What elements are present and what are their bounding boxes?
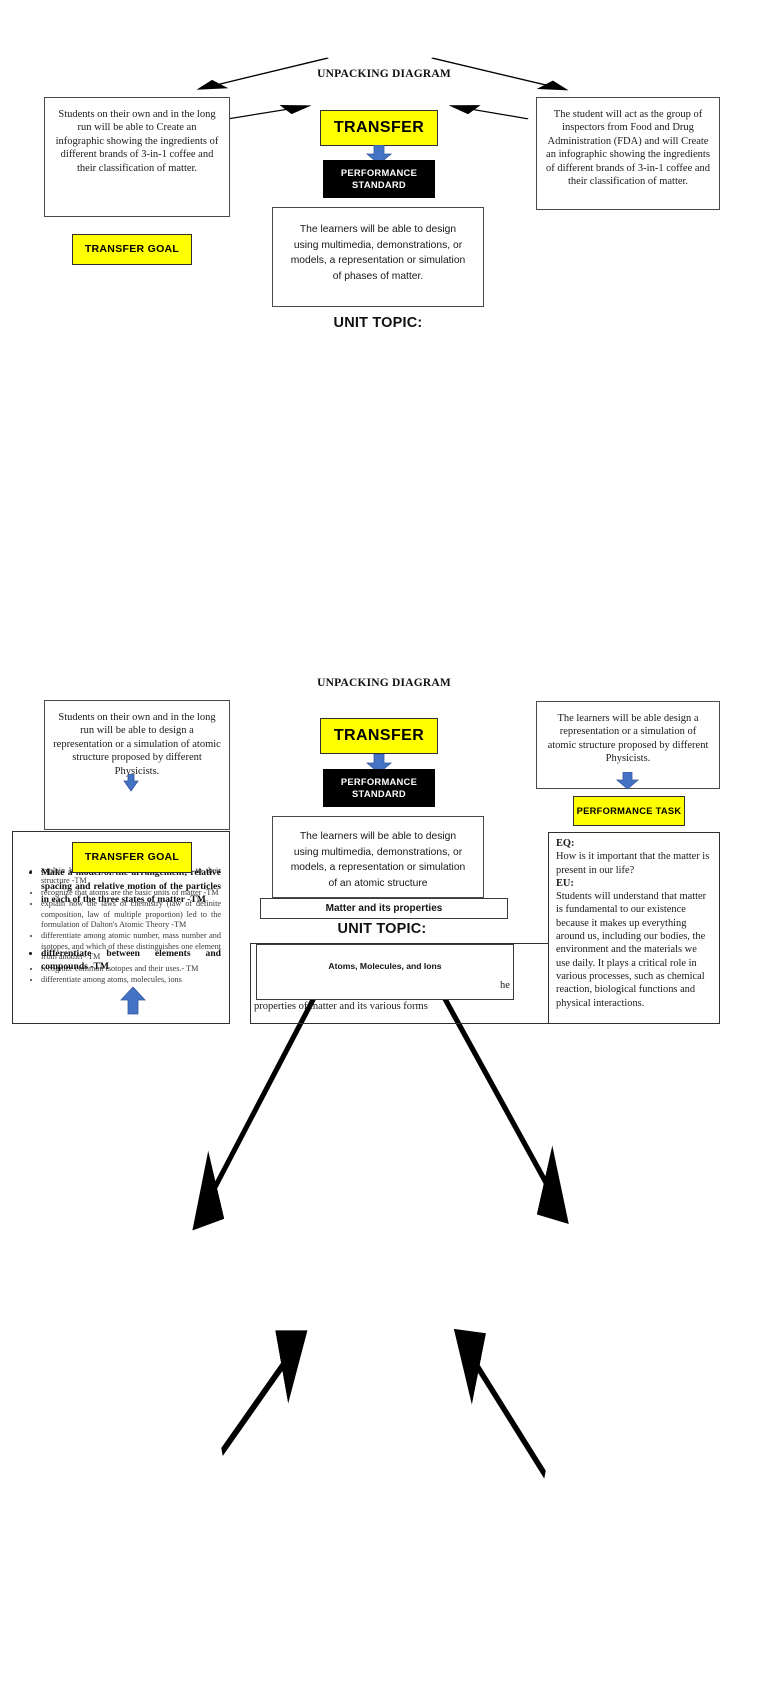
diagram-two-right-blue-arrow-icon xyxy=(615,771,641,790)
diagram-two-matter-bar: Matter and its properties xyxy=(260,898,508,919)
diagram-two-transfer-goal-label: TRANSFER GOAL xyxy=(84,851,180,864)
diagram-two-center-box: The learners will be able to design usin… xyxy=(272,816,484,898)
diagram-two-matter-bar-label: Matter and its properties xyxy=(325,903,443,914)
diagram-two-blue-down-arrow-icon xyxy=(364,753,394,774)
list-item: differentiate among atoms, molecules, io… xyxy=(41,975,221,985)
diagram-two-transfer-label: TRANSFER xyxy=(333,726,425,744)
diagram-two-left-statement-box: Students on their own and in the long ru… xyxy=(44,700,230,830)
list-item xyxy=(41,908,221,946)
diagram-one-left-statement-box: Students on their own and in the long ru… xyxy=(44,97,230,217)
diagram-two-left-statement-text: Students on their own and in the long ru… xyxy=(53,712,221,777)
unpacking-diagram-two: UNPACKING DIAGRAM Students on their own … xyxy=(0,664,768,1479)
diagram-two-performance-standard-label: PERFORMANCE STANDARD xyxy=(340,775,418,800)
diagram-two-transfer-chip[interactable]: TRANSFER xyxy=(320,718,438,754)
diagram-one-left-statement-text: Students on their own and in the long ru… xyxy=(55,109,219,174)
eq-text: How is it important that the matter is p… xyxy=(556,851,710,876)
diagram-two-atoms-box: Atoms, Molecules, and Ions xyxy=(256,944,514,1000)
eu-label: EU: xyxy=(556,877,574,889)
diagram-two-blue-up-arrow-icon xyxy=(120,986,146,1015)
diagram-two-left-blue-arrow-icon xyxy=(122,773,140,792)
diagram-two-right-statement-text: The learners will be able design a repre… xyxy=(547,713,709,765)
list-item: recognize that atoms are the basic units… xyxy=(41,888,221,898)
diagram-one-transfer-chip[interactable]: TRANSFER xyxy=(320,110,438,146)
list-item: recognize common isotopes and their uses… xyxy=(41,964,221,974)
diagram-one-right-statement-box: The student will act as the group of ins… xyxy=(536,97,720,210)
diagram-one-transfer-goal-label: TRANSFER GOAL xyxy=(84,243,180,256)
diagram-one-transfer-goal-chip[interactable]: TRANSFER GOAL xyxy=(72,234,192,265)
diagram-two-bottom-center-frame xyxy=(250,943,558,1024)
diagram-two-transfer-goal-chip[interactable]: TRANSFER GOAL xyxy=(72,842,192,873)
diagram-one-performance-standard-label: PERFORMANCE STANDARD xyxy=(340,166,418,191)
diagram-one-transfer-label: TRANSFER xyxy=(333,118,425,136)
diagram-one-center-box: The learners will be able to design usin… xyxy=(272,207,484,307)
diagram-two-performance-task-label: PERFORMANCE TASK xyxy=(576,805,682,816)
eq-label: EQ: xyxy=(556,838,575,849)
list-item: explain how the laws of chemistry (law o… xyxy=(41,899,221,930)
diagram-one-center-text: The learners will be able to design usin… xyxy=(290,224,466,282)
diagram-one-performance-standard-box: PERFORMANCE STANDARD xyxy=(323,160,435,198)
diagram-one-right-statement-text: The student will act as the group of ins… xyxy=(545,109,711,188)
diagram-two-title: UNPACKING DIAGRAM xyxy=(317,677,451,689)
diagram-two-performance-standard-box: PERFORMANCE STANDARD xyxy=(323,769,435,807)
diagram-one-unit-topic-label: UNIT TOPIC: xyxy=(333,315,423,331)
list-item: differentiate among atomic number, mass … xyxy=(41,931,221,962)
diagram-two-center-text: The learners will be able to design usin… xyxy=(290,831,466,889)
worksheet-page: UNPACKING DIAGRAM Students on their own … xyxy=(0,0,768,1024)
unpacking-diagram-one: UNPACKING DIAGRAM Students on their own … xyxy=(0,0,768,360)
diagram-two-properties-text: properties of matter and its various for… xyxy=(254,1001,428,1012)
list-item: differentiate between elements and compo… xyxy=(41,947,221,974)
diagram-one-blue-down-arrow-icon xyxy=(364,144,394,165)
diagram-two-eq-eu-card: EQ: How is it important that the matter … xyxy=(548,832,720,1024)
diagram-two-atoms-label: Atoms, Molecules, and Ions xyxy=(328,961,442,971)
diagram-one-title: UNPACKING DIAGRAM xyxy=(317,68,451,80)
competencies-layer-primary: Make a model of the arrangement, relativ… xyxy=(13,862,229,979)
diagram-two-trailing-fragment: he xyxy=(500,980,510,991)
diagram-two-performance-task-chip[interactable]: PERFORMANCE TASK xyxy=(573,796,685,826)
eu-text: Students will understand that matter is … xyxy=(556,891,707,1009)
diagram-two-unit-topic-label: UNIT TOPIC: xyxy=(337,921,427,937)
